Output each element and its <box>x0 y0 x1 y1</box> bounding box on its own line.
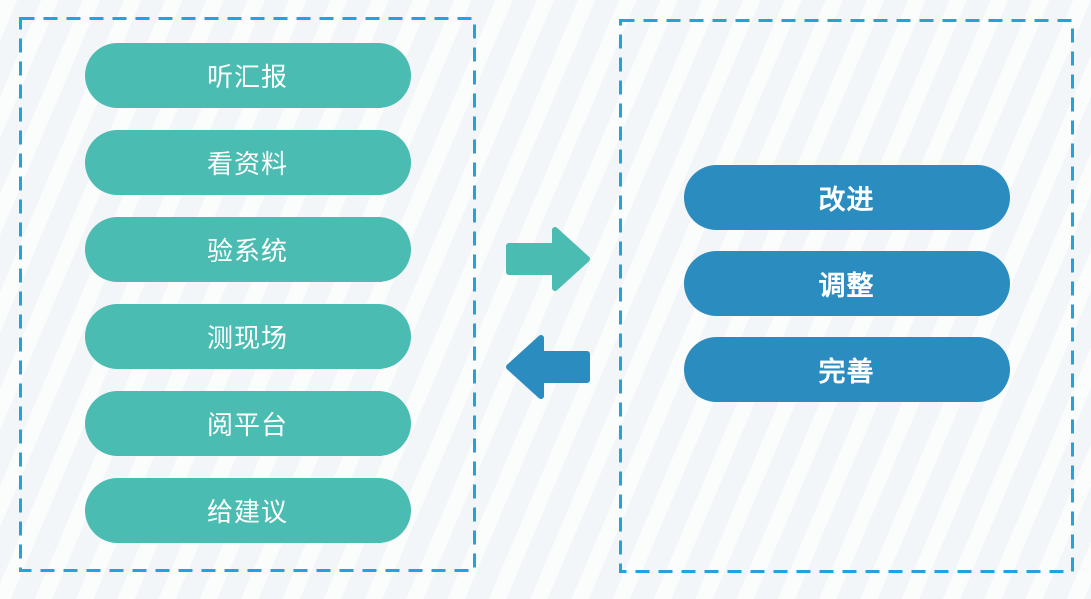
right-pill-1: 改进 <box>683 165 1010 230</box>
left-pill-4: 测现场 <box>84 304 411 369</box>
arrow-right-icon <box>506 227 590 291</box>
right-panel: 改进 调整 完善 <box>619 19 1074 573</box>
left-pill-1: 听汇报 <box>84 43 411 108</box>
left-pill-2: 看资料 <box>84 130 411 195</box>
left-pill-5: 阅平台 <box>84 391 411 456</box>
left-panel: 听汇报 看资料 验系统 测现场 阅平台 给建议 <box>19 17 476 572</box>
left-pill-6: 给建议 <box>84 478 411 543</box>
arrow-left-icon <box>506 335 590 399</box>
right-pill-3: 完善 <box>683 337 1010 402</box>
right-pill-2: 调整 <box>683 251 1010 316</box>
left-pill-3: 验系统 <box>84 217 411 282</box>
